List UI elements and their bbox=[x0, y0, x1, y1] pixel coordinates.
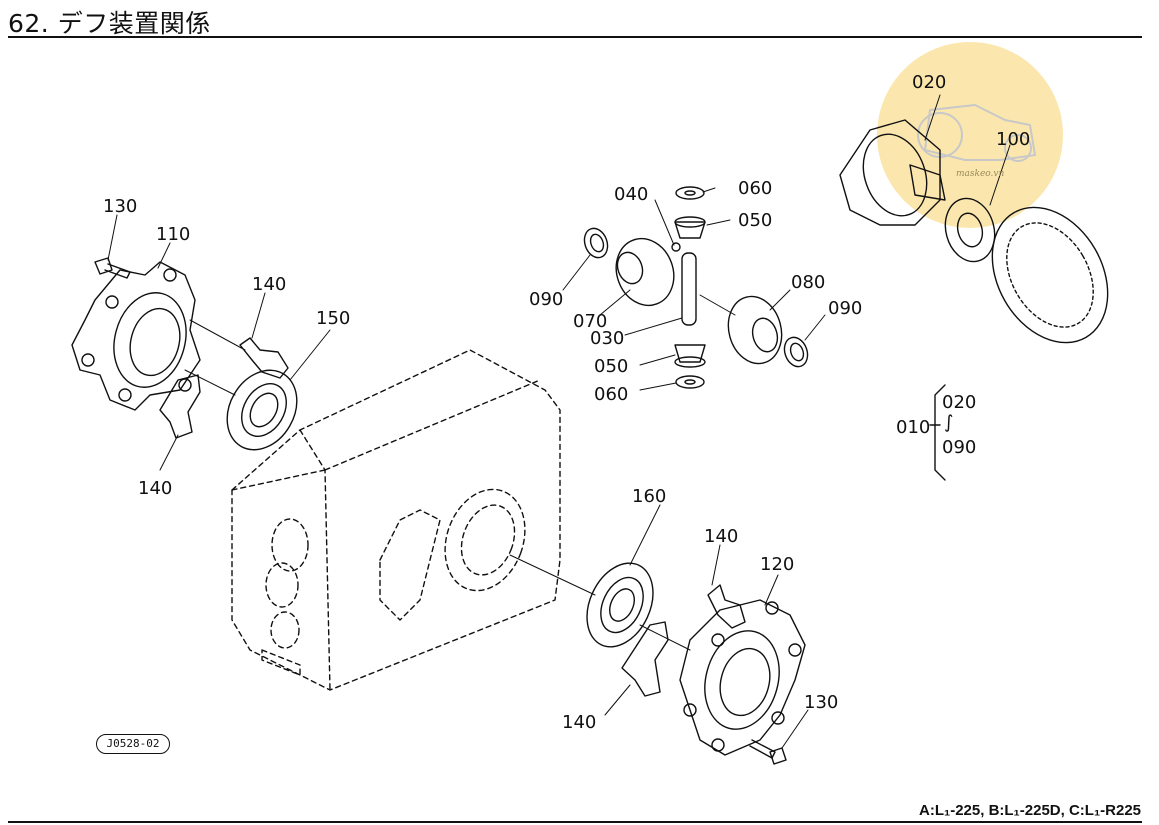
title-underline bbox=[8, 36, 1142, 38]
label-070: 070 bbox=[573, 311, 607, 332]
lock-plate-140-right-upper bbox=[707, 584, 746, 629]
label-140-upper-left: 140 bbox=[252, 274, 286, 295]
flange-110 bbox=[71, 261, 201, 411]
pinion-gear-050-bottom bbox=[674, 344, 706, 368]
diff-case-020 bbox=[839, 119, 946, 226]
bolt-130-right bbox=[749, 739, 787, 765]
pinion-gear-050-top bbox=[674, 216, 706, 239]
leader-lines bbox=[107, 94, 1011, 749]
pin-040 bbox=[671, 242, 681, 252]
label-120: 120 bbox=[760, 554, 794, 575]
side-gear-070 bbox=[615, 237, 675, 307]
lock-plate-140-upper bbox=[239, 337, 289, 379]
ring-gear-100 bbox=[944, 197, 1109, 344]
label-060-top: 060 bbox=[738, 178, 772, 199]
lock-plate-140-right-lower bbox=[621, 621, 669, 697]
bearing-150 bbox=[226, 369, 298, 451]
label-090-range: 090 bbox=[942, 437, 976, 458]
label-090-left: 090 bbox=[529, 289, 563, 310]
figure-code: J0528-02 bbox=[96, 734, 170, 754]
label-160: 160 bbox=[632, 486, 666, 507]
shim-090-right bbox=[783, 336, 809, 368]
watermark-logo bbox=[877, 42, 1063, 228]
bolt-130-left bbox=[94, 257, 131, 279]
label-140-lower-right: 140 bbox=[562, 712, 596, 733]
shaft-030 bbox=[681, 252, 697, 326]
svg-text:∫: ∫ bbox=[944, 412, 953, 433]
lock-plate-140-lower bbox=[159, 374, 201, 439]
label-050-top: 050 bbox=[738, 210, 772, 231]
label-060-bottom: 060 bbox=[594, 384, 628, 405]
label-100: 100 bbox=[996, 129, 1030, 150]
assembly-bracket-010 bbox=[934, 384, 946, 481]
label-130-right: 130 bbox=[804, 692, 838, 713]
washer-060-top bbox=[675, 186, 705, 200]
flange-120 bbox=[679, 599, 806, 756]
label-040: 040 bbox=[614, 184, 648, 205]
label-140-lower-left: 140 bbox=[138, 478, 172, 499]
watermark-text: maskeo.vn bbox=[956, 169, 1005, 179]
model-applicability: A:L₁-225, B:L₁-225D, C:L₁-R225 bbox=[919, 802, 1141, 819]
label-130-left: 130 bbox=[103, 196, 137, 217]
label-020-range: 020 bbox=[942, 392, 976, 413]
part-number-labels: 130 110 140 150 140 040 060 050 090 070 … bbox=[103, 72, 1030, 733]
label-030: 030 bbox=[590, 328, 624, 349]
footer-underline bbox=[8, 821, 1142, 823]
side-gear-080 bbox=[727, 295, 783, 365]
label-020: 020 bbox=[912, 72, 946, 93]
label-090-right: 090 bbox=[828, 298, 862, 319]
label-110: 110 bbox=[156, 224, 190, 245]
washer-060-bottom bbox=[675, 375, 705, 389]
label-010: 010 bbox=[896, 417, 930, 438]
page-title: 62. デフ装置関係 bbox=[8, 9, 211, 38]
label-140-upper-right: 140 bbox=[704, 526, 738, 547]
label-080: 080 bbox=[791, 272, 825, 293]
label-150: 150 bbox=[316, 308, 350, 329]
gear-case-housing bbox=[231, 349, 561, 691]
bearing-160 bbox=[586, 562, 654, 648]
label-050-bottom: 050 bbox=[594, 356, 628, 377]
shim-090-left bbox=[583, 227, 609, 259]
